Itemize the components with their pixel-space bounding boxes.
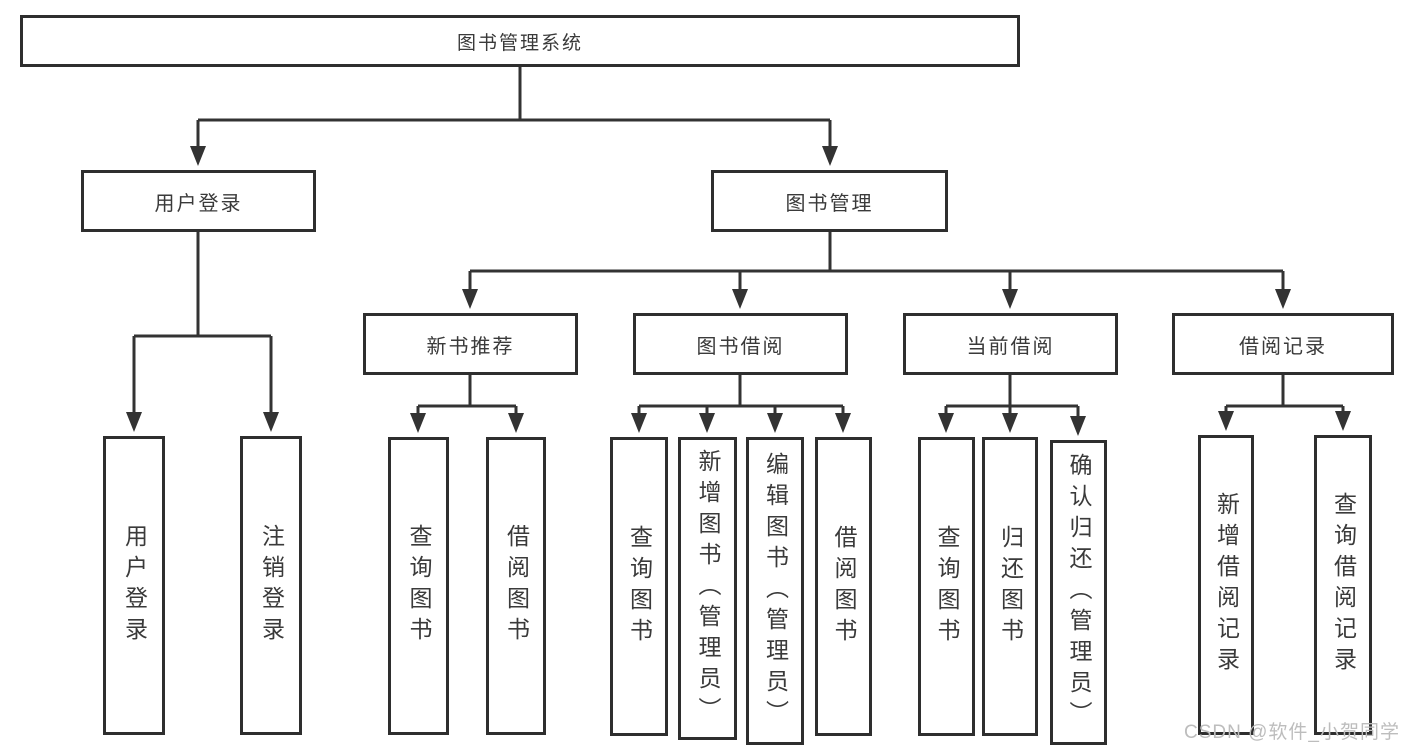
arrowhead bbox=[631, 413, 647, 433]
node-label: 新增借阅记录 bbox=[1213, 492, 1240, 678]
csdn-watermark: CSDN @软件_小贺同学 bbox=[1184, 722, 1400, 743]
arrowhead bbox=[767, 413, 783, 433]
leaf-query-books-newbook: 查询图书 bbox=[388, 437, 449, 735]
leaf-borrow-books-borrow: 借阅图书 bbox=[815, 437, 872, 736]
connector-root-to-level2 bbox=[196, 67, 832, 150]
arrowhead bbox=[1002, 289, 1018, 309]
node-book-borrowing: 图书借阅 bbox=[633, 313, 848, 375]
node-label: 查询图书 bbox=[934, 524, 960, 649]
leaf-return-book: 归还图书 bbox=[982, 437, 1038, 736]
node-label: 图书管理系统 bbox=[456, 32, 583, 54]
node-label: 归还图书 bbox=[997, 524, 1024, 649]
node-label: 借阅图书 bbox=[831, 524, 857, 649]
node-label: 借阅图书 bbox=[503, 524, 530, 648]
node-user-login: 用户登录 bbox=[81, 170, 316, 232]
connector-newbook-to-leaves bbox=[416, 375, 518, 419]
node-label: 借阅记录 bbox=[1239, 335, 1327, 358]
connector-userlogin-to-leaves bbox=[132, 232, 273, 418]
node-label: 查询借阅记录 bbox=[1330, 492, 1357, 678]
arrowhead bbox=[822, 146, 838, 166]
leaf-query-books-current: 查询图书 bbox=[918, 437, 975, 736]
arrowhead bbox=[462, 289, 478, 309]
arrowhead bbox=[126, 412, 142, 432]
arrowhead bbox=[835, 413, 851, 433]
leaf-confirm-return-admin: 确认归还（管理员） bbox=[1050, 440, 1107, 745]
node-borrow-records: 借阅记录 bbox=[1172, 313, 1394, 375]
node-label: 图书借阅 bbox=[696, 335, 785, 358]
node-label: 注销登录 bbox=[258, 523, 285, 648]
arrowhead bbox=[1335, 411, 1351, 431]
arrowhead bbox=[938, 413, 954, 433]
leaf-user-login: 用户登录 bbox=[103, 436, 165, 735]
node-label: 新增图书（管理员） bbox=[695, 449, 721, 728]
leaf-query-books-borrow: 查询图书 bbox=[610, 437, 668, 736]
node-new-book-recommend: 新书推荐 bbox=[363, 313, 578, 375]
leaf-edit-book-admin: 编辑图书（管理员） bbox=[746, 437, 804, 745]
connector-currentborrow-to-leaves bbox=[944, 375, 1080, 422]
arrowhead bbox=[699, 413, 715, 433]
node-label: 用户登录 bbox=[121, 523, 148, 648]
leaf-add-book-admin: 新增图书（管理员） bbox=[678, 437, 737, 740]
arrowhead bbox=[732, 289, 748, 309]
leaf-borrow-books-newbook: 借阅图书 bbox=[486, 437, 546, 735]
node-label: 用户登录 bbox=[154, 192, 243, 215]
node-label: 新书推荐 bbox=[426, 335, 515, 358]
leaf-logout: 注销登录 bbox=[240, 436, 302, 735]
connector-bookborrow-to-leaves bbox=[637, 375, 845, 419]
node-book-management: 图书管理 bbox=[711, 170, 948, 232]
leaf-query-borrow-record: 查询借阅记录 bbox=[1314, 435, 1372, 735]
arrowhead bbox=[1275, 289, 1291, 309]
arrowhead bbox=[410, 413, 426, 433]
connector-records-to-leaves bbox=[1224, 375, 1345, 417]
arrowhead bbox=[1218, 411, 1234, 431]
arrowhead bbox=[190, 146, 206, 166]
node-label: 当前借阅 bbox=[966, 335, 1055, 358]
node-library-management-system: 图书管理系统 bbox=[20, 15, 1020, 67]
node-label: 确认归还（管理员） bbox=[1066, 453, 1092, 732]
node-label: 查询图书 bbox=[406, 524, 432, 648]
connector-bookmgmt-to-level3 bbox=[468, 232, 1285, 296]
node-label: 查询图书 bbox=[626, 524, 653, 649]
arrowhead bbox=[508, 413, 524, 433]
arrowhead bbox=[1002, 413, 1018, 433]
node-label: 编辑图书（管理员） bbox=[762, 451, 789, 731]
arrowhead bbox=[263, 412, 279, 432]
arrowhead bbox=[1070, 416, 1086, 436]
leaf-add-borrow-record: 新增借阅记录 bbox=[1198, 435, 1254, 735]
node-label: 图书管理 bbox=[785, 192, 874, 215]
node-current-borrowing: 当前借阅 bbox=[903, 313, 1118, 375]
